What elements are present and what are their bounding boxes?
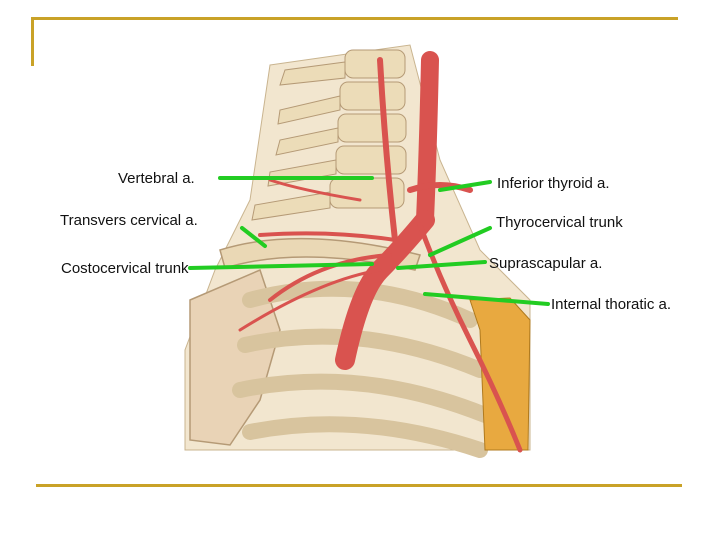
- label-internal-thoracic-artery: Internal thoratic a.: [551, 296, 672, 313]
- pointer-suprascapular: [396, 260, 487, 270]
- pointer-costocervical: [188, 262, 374, 270]
- label-transvers-cervical-artery: Transvers cervical a.: [60, 212, 198, 229]
- pointer-thyrocervical: [428, 226, 492, 257]
- pointer-transvers-cervical: [240, 226, 267, 248]
- frame-top-rule: [32, 17, 678, 20]
- pointer-lines: [188, 176, 550, 306]
- frame-left-rule: [31, 17, 34, 66]
- arteries: [238, 51, 523, 453]
- label-vertebral-artery: Vertebral a.: [118, 170, 195, 187]
- frame-bottom-rule: [36, 484, 682, 487]
- pointer-internal-thoracic: [423, 292, 550, 306]
- pointer-inferior-thyroid: [438, 180, 492, 192]
- sternum-cartilage: [469, 297, 531, 451]
- label-thyrocervical-trunk: Thyrocervical trunk: [496, 214, 623, 231]
- label-inferior-thyroid-artery: Inferior thyroid a.: [497, 175, 610, 192]
- label-suprascapular-artery: Suprascapular a.: [489, 255, 603, 272]
- scapula-bone: [189, 268, 281, 446]
- label-costocervical-trunk: Costocervical trunk: [61, 260, 189, 277]
- clavicle-bone: [219, 237, 421, 271]
